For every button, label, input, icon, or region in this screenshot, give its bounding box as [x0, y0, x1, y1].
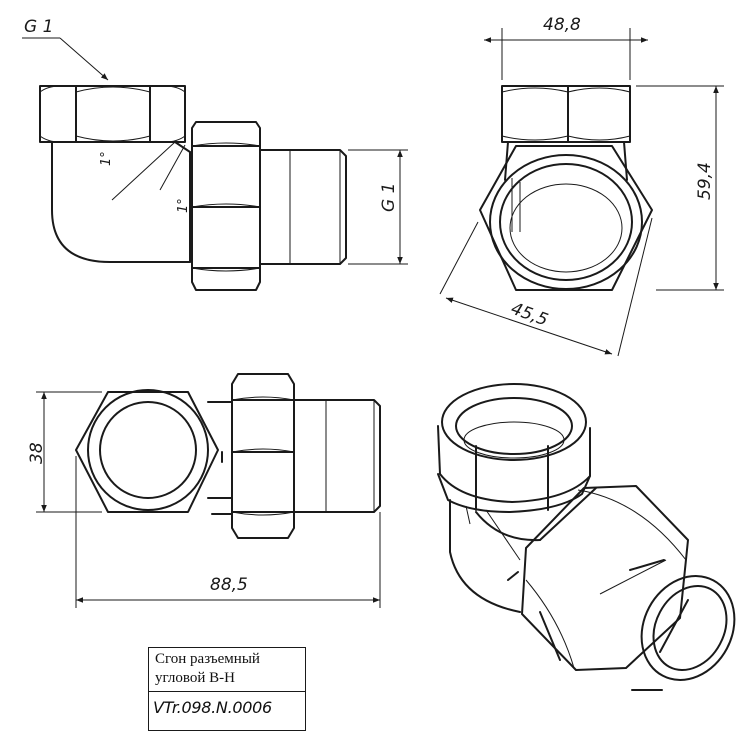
title-block-name: Сгон разъемный угловой В-Н — [149, 648, 305, 692]
front-view: 38 88,5 — [27, 373, 381, 608]
title-block-code: VTr.098.N.0006 — [153, 698, 272, 717]
dim-height-side: 59,4 — [695, 162, 715, 200]
angle-mark-2: 1° — [176, 198, 191, 213]
dim-length-total: 88,5 — [210, 575, 248, 595]
dim-width-hex: 48,8 — [543, 15, 581, 35]
angle-mark-1: 1° — [99, 151, 114, 166]
dim-thread-top: G 1 — [24, 17, 53, 37]
dim-thread-side: G 1 — [379, 183, 399, 212]
title-block: Сгон разъемный угловой В-Н VTr.098.N.000… — [148, 647, 306, 731]
title-name-line1: Сгон разъемный — [155, 651, 260, 667]
isometric-view — [437, 383, 736, 691]
end-view: 48,8 59,4 45,5 — [439, 15, 724, 357]
side-view: 1° 1° G 1 G 1 — [22, 17, 408, 291]
title-name-line2: угловой В-Н — [155, 670, 235, 686]
dim-height-front: 38 — [27, 442, 47, 464]
